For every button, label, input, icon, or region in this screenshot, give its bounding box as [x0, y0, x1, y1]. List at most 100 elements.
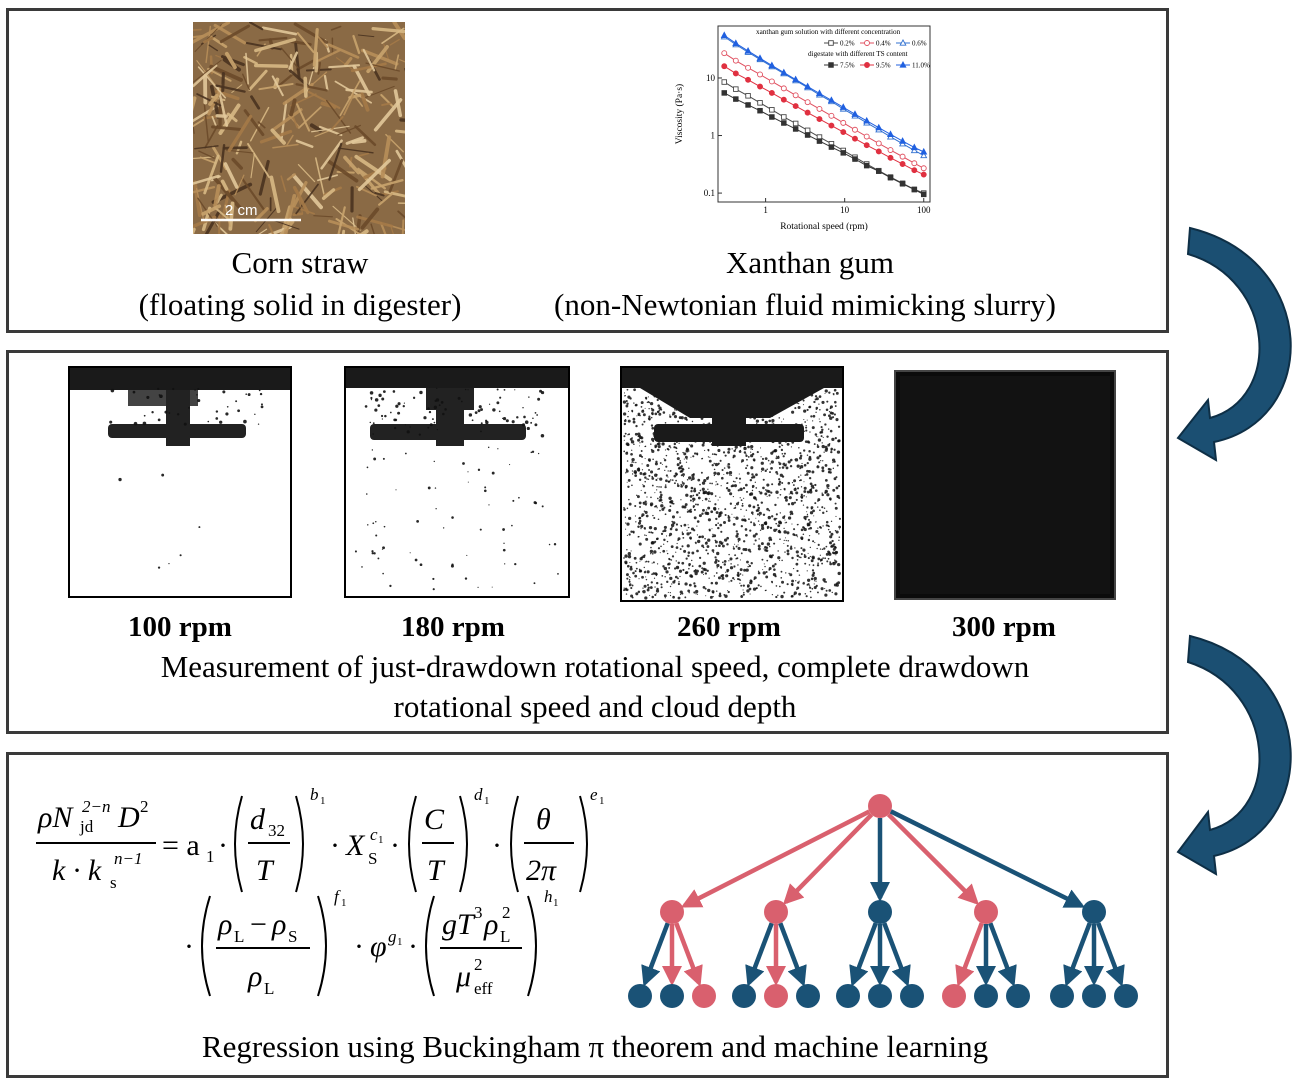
particle: [480, 430, 482, 433]
particle: [675, 473, 679, 476]
particle: [755, 419, 760, 423]
series-9.5%: [721, 63, 927, 178]
particle: [830, 520, 833, 523]
particle: [654, 542, 656, 544]
particle: [828, 391, 831, 394]
particle: [663, 458, 665, 460]
particle: [755, 487, 758, 489]
data-point: [828, 144, 835, 150]
particle: [803, 494, 805, 497]
particle: [630, 452, 633, 456]
data-point: [757, 83, 763, 90]
particle: [143, 414, 146, 417]
particle: [725, 571, 727, 573]
particle: [806, 408, 809, 412]
rpm-label-180: 180 rpm: [401, 611, 505, 643]
particle: [711, 453, 714, 455]
particle: [627, 410, 629, 412]
particle: [696, 593, 699, 595]
tank-image-260rpm: [620, 366, 844, 602]
particle: [689, 574, 693, 578]
particle: [814, 541, 816, 544]
particle: [653, 517, 656, 520]
particle: [796, 588, 798, 591]
particle: [729, 492, 733, 496]
particle: [502, 528, 505, 531]
particle: [666, 447, 669, 451]
particle: [631, 584, 634, 587]
particle: [648, 401, 651, 404]
particle: [680, 465, 683, 468]
particle: [755, 473, 758, 477]
particle: [702, 546, 705, 549]
particle: [685, 493, 689, 497]
particle: [791, 410, 795, 414]
particle: [480, 408, 483, 411]
particle: [669, 594, 672, 597]
data-point: [828, 40, 834, 46]
svg-text:k · k: k · k: [52, 854, 102, 887]
particle: [654, 540, 657, 543]
particle: [741, 518, 744, 522]
particle: [704, 497, 708, 501]
legend-label: 11.0%: [912, 62, 930, 70]
particle: [831, 437, 835, 442]
particle: [756, 422, 758, 425]
particle: [809, 526, 813, 530]
particle: [821, 506, 824, 509]
particle: [804, 562, 807, 565]
particle: [624, 528, 627, 530]
particle: [752, 513, 754, 516]
particle: [689, 537, 692, 540]
particle: [760, 461, 764, 465]
particle: [650, 407, 653, 410]
particle: [816, 444, 819, 446]
particle: [794, 458, 796, 461]
particle: [804, 410, 806, 412]
particle: [818, 461, 821, 464]
particle: [778, 480, 782, 484]
series-7.5%: [721, 90, 927, 198]
particle: [651, 541, 655, 545]
particle: [696, 503, 699, 506]
particle: [685, 557, 688, 560]
particle: [828, 411, 831, 413]
particle: [632, 417, 636, 421]
particle: [681, 481, 684, 483]
data-point: [781, 120, 787, 126]
particle: [414, 558, 418, 562]
particle: [805, 496, 807, 498]
svg-text:L: L: [500, 927, 510, 946]
particle: [701, 487, 705, 491]
particle: [698, 564, 702, 568]
particle: [770, 467, 773, 470]
particle: [663, 525, 667, 529]
particle: [488, 504, 490, 506]
particle: [635, 592, 639, 596]
particle: [683, 452, 687, 456]
particle: [826, 484, 830, 488]
particle: [647, 478, 650, 481]
particle: [777, 530, 781, 533]
particle: [777, 594, 779, 597]
particle: [733, 449, 736, 453]
particle: [743, 568, 747, 572]
particle: [629, 567, 633, 571]
particle: [825, 545, 828, 548]
particle: [779, 538, 781, 540]
particle: [505, 419, 509, 423]
particle: [687, 589, 691, 593]
particle: [664, 576, 666, 578]
particle: [804, 592, 807, 595]
particle: [797, 581, 800, 584]
particle: [783, 515, 786, 518]
particle: [743, 497, 745, 499]
particle: [641, 440, 644, 443]
particle: [168, 563, 170, 565]
particle: [632, 420, 636, 424]
particle: [657, 547, 661, 550]
particle: [812, 509, 815, 513]
particle: [815, 397, 819, 401]
particle: [649, 594, 651, 596]
particle: [695, 593, 697, 595]
